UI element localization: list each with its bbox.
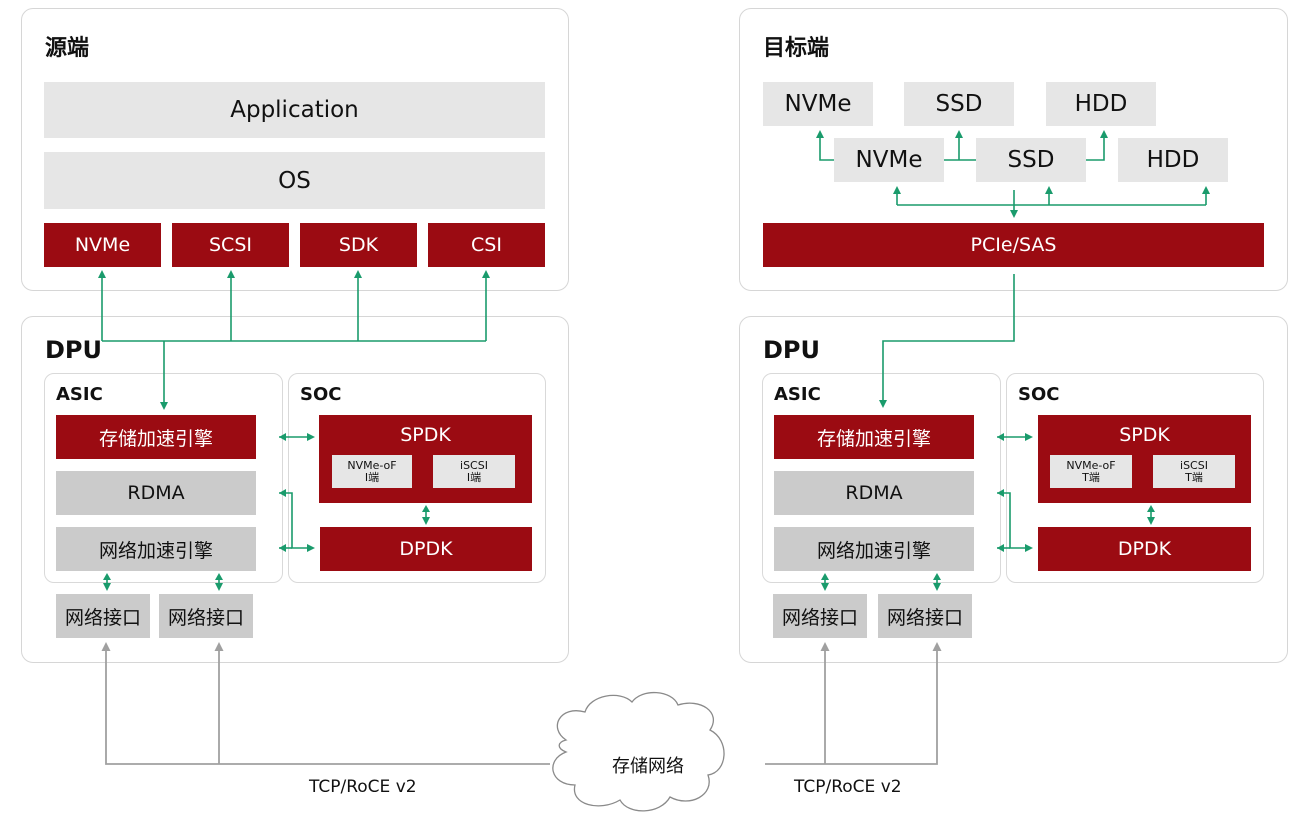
dpu-left-title: DPU — [45, 336, 102, 364]
spdk-left-label: SPDK — [400, 424, 451, 446]
storage-network-cloud — [552, 691, 725, 812]
protocol-label-left: TCP/RoCE v2 — [309, 777, 417, 797]
rdma-right: RDMA — [774, 471, 974, 515]
asic-right-title: ASIC — [774, 384, 821, 405]
device-top-hdd: HDD — [1046, 82, 1156, 126]
arrow-to-dev-ssd-top — [944, 134, 976, 161]
device-bottom-nvme: NVMe — [834, 138, 944, 182]
network-port-left-1: 网络接口 — [56, 594, 150, 638]
application-layer: Application — [44, 82, 545, 138]
rdma-dpdk-right — [997, 492, 1033, 552]
nvmeof-left: NVMe-oF I端 — [332, 455, 412, 488]
network-line-left — [101, 642, 550, 765]
network-port-right-2: 网络接口 — [878, 594, 972, 638]
iscsi-right-label: iSCSI — [1180, 458, 1208, 472]
asic-left-title: ASIC — [56, 384, 103, 405]
dpdk-right: DPDK — [1038, 527, 1251, 571]
protocol-scsi: SCSI — [172, 223, 289, 267]
network-line-right — [765, 642, 942, 765]
pcie-sas-bus: PCIe/SAS — [763, 223, 1264, 267]
storage-engine-right: 存储加速引擎 — [774, 415, 974, 459]
os-layer: OS — [44, 152, 545, 209]
arrow-to-dev-hdd-top — [1086, 130, 1108, 161]
soc-left-title: SOC — [300, 384, 342, 405]
network-engine-left: 网络加速引擎 — [56, 527, 256, 571]
cloud-label: 存储网络 — [612, 756, 684, 777]
soc-right-title: SOC — [1018, 384, 1060, 405]
iscsi-left-side: I端 — [466, 470, 482, 484]
iscsi-right: iSCSI T端 — [1153, 455, 1235, 488]
iscsi-left: iSCSI I端 — [433, 455, 515, 488]
nvmeof-right: NVMe-oF T端 — [1050, 455, 1132, 488]
source-title: 源端 — [45, 36, 90, 61]
arrow-to-dev-nvme-top — [816, 130, 834, 161]
device-top-nvme: NVMe — [763, 82, 873, 126]
spdk-right-label: SPDK — [1119, 424, 1170, 446]
device-top-ssd: SSD — [904, 82, 1014, 126]
dpu-right-title: DPU — [763, 336, 820, 364]
network-port-left-2: 网络接口 — [159, 594, 253, 638]
dpdk-left: DPDK — [320, 527, 532, 571]
rdma-dpdk-left — [279, 492, 315, 552]
protocol-sdk: SDK — [300, 223, 417, 267]
iscsi-right-side: T端 — [1185, 470, 1203, 484]
network-port-right-1: 网络接口 — [773, 594, 867, 638]
nvmeof-right-side: T端 — [1082, 470, 1100, 484]
nvmeof-left-label: NVMe-oF — [347, 458, 397, 472]
device-bottom-ssd: SSD — [976, 138, 1086, 182]
protocol-csi: CSI — [428, 223, 545, 267]
network-engine-right: 网络加速引擎 — [774, 527, 974, 571]
nvmeof-left-side: I端 — [364, 470, 380, 484]
storage-engine-left: 存储加速引擎 — [56, 415, 256, 459]
protocol-label-right: TCP/RoCE v2 — [794, 777, 902, 797]
protocol-nvme: NVMe — [44, 223, 161, 267]
rdma-left: RDMA — [56, 471, 256, 515]
iscsi-left-label: iSCSI — [460, 458, 488, 472]
target-title: 目标端 — [763, 36, 830, 61]
nvmeof-right-label: NVMe-oF — [1066, 458, 1116, 472]
pcie-to-storage-engine-right — [879, 274, 1015, 408]
device-bottom-hdd: HDD — [1118, 138, 1228, 182]
